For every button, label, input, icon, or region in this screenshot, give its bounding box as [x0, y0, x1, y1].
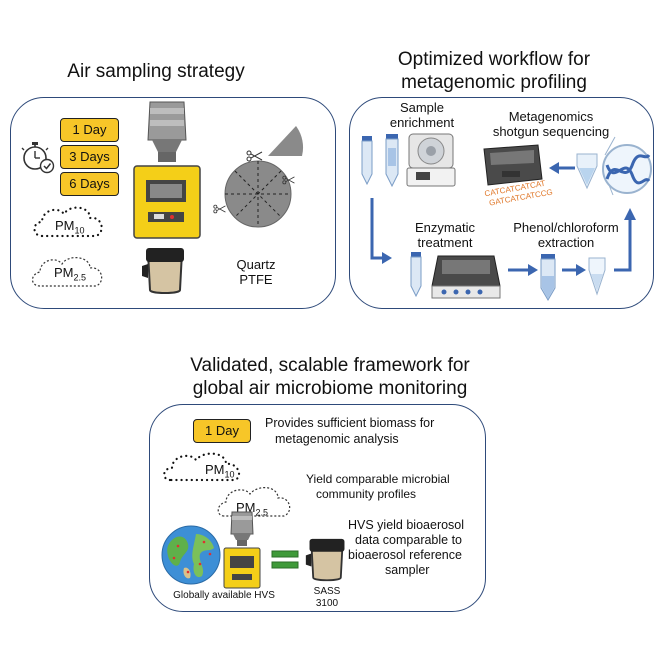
workflow-title-line2: metagenomic profiling: [401, 72, 587, 93]
pm10-cloud-icon-2: [163, 452, 241, 482]
sequencing-label-line2: shotgun sequencing: [492, 124, 610, 139]
sass-label-line2: 3100: [315, 598, 339, 609]
point1-line1: Provides sufficient biomass for: [265, 416, 435, 430]
arrow-up-icon: [614, 208, 636, 272]
duration-6-days: 6 Days: [60, 172, 119, 196]
sequencing-label-line1: Metagenomics: [508, 109, 594, 124]
tube-icon: [576, 153, 598, 190]
centrifuge-tube-icon: [361, 136, 373, 186]
equals-icon: [271, 550, 299, 569]
hvs-sampler-icon: [133, 101, 201, 239]
point3-line2: data comparable to: [355, 533, 463, 547]
shaker-icon: [431, 255, 501, 299]
eppendorf-tube-icon: [588, 257, 606, 296]
enzymatic-label-line1: Enzymatic: [415, 220, 475, 235]
pm25-label-2: PM2.5: [236, 500, 269, 518]
hvs-label: Globally available HVS: [173, 590, 275, 601]
pm10-cloud-icon: [33, 206, 103, 238]
extraction-label-line2: extraction: [537, 235, 595, 250]
framework-title-line2: global air microbiome monitoring: [192, 378, 468, 399]
point1-line2: metagenomic analysis: [275, 432, 399, 446]
sampling-title: Air sampling strategy: [67, 61, 245, 82]
filter-ptfe-label: PTFE: [239, 272, 273, 287]
filter-wedge-icon: [268, 126, 304, 156]
extraction-label-line1: Phenol/chloroform: [513, 220, 619, 235]
dna-icon: [602, 136, 652, 196]
sass-sampler-icon: [142, 248, 184, 294]
enrichment-label-line1: Sample: [399, 100, 445, 115]
sass-label-line1: SASS: [313, 586, 341, 597]
arrow-down-right-icon: [370, 198, 392, 264]
stopwatch-icon: [21, 142, 55, 174]
pm25-cloud-icon: [31, 257, 103, 287]
point2-line2: community profiles: [316, 487, 417, 501]
workflow-title-line1: Optimized workflow for: [397, 49, 591, 70]
point3-line3: bioaerosol reference: [348, 548, 462, 562]
framework-title-line1: Validated, scalable framework for: [190, 355, 470, 376]
enzymatic-label-line2: treatment: [417, 235, 473, 250]
framework-day-box: 1 Day: [193, 419, 251, 443]
scissors-icon-3: [282, 175, 295, 185]
point2-line1: Yield comparable microbial: [306, 472, 450, 486]
filter-disc-icon: [224, 160, 292, 228]
hvs-sampler-small-icon: [223, 511, 261, 589]
point3-line1: HVS yield bioaerosol: [348, 518, 465, 532]
sequencer-icon: [483, 144, 543, 186]
tube-large-icon: [540, 254, 556, 301]
arrow-left-icon: [549, 162, 575, 174]
scissors-icon: [246, 150, 263, 162]
filter-quartz-label: Quartz: [236, 257, 276, 272]
pm10-label: PM10: [55, 218, 85, 236]
enrichment-label-line2: enrichment: [389, 115, 455, 130]
centrifuge-tube-small-icon: [410, 252, 422, 298]
duration-1-day: 1 Day: [60, 118, 119, 142]
scissors-icon-2: [213, 204, 226, 214]
arrow-right-icon-2: [562, 264, 586, 276]
centrifuge-icon: [406, 133, 456, 187]
pm25-label: PM2.5: [54, 265, 87, 283]
concentrator-icon: [385, 134, 399, 188]
pm25-cloud-icon-2: [217, 487, 291, 517]
sass-sampler-small-icon: [305, 538, 345, 582]
duration-3-days: 3 Days: [60, 145, 119, 169]
globe-icon: [161, 525, 221, 585]
arrow-right-icon: [508, 264, 538, 276]
pm10-label-2: PM10: [205, 462, 235, 480]
point3-line4: sampler: [385, 563, 430, 577]
